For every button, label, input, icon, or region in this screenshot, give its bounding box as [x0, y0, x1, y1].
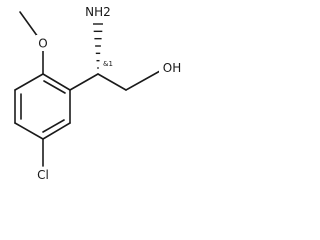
ring-bond-c3-c4: [42, 122, 71, 140]
ring-bond-c4-c5: [14, 122, 44, 140]
benzene-ring: [14, 73, 71, 140]
stereo-hashed-wedge-bond: [93, 23, 103, 69]
bond-ring-to-stereocenter: [69, 73, 99, 91]
bond-stereocenter-to-ch2: [97, 73, 127, 91]
bond-ch2-to-hydroxyl: [125, 70, 161, 91]
chemical-structure-diagram: O NH2 OH Cl &1: [14, 5, 182, 182]
hydroxyl-label: OH: [163, 61, 181, 75]
methoxy-oxygen-label: O: [38, 37, 47, 51]
stereo-descriptor-label: &1: [103, 60, 113, 68]
ring-bond-c1-c2: [42, 73, 71, 91]
chlorine-label: Cl: [37, 168, 49, 182]
ring-double-bond-c3-c4: [42, 119, 65, 133]
ring-bond-c6-c1: [14, 73, 44, 91]
amine-label: NH2: [85, 5, 111, 19]
ring-double-bond-c1-c2: [43, 80, 66, 94]
